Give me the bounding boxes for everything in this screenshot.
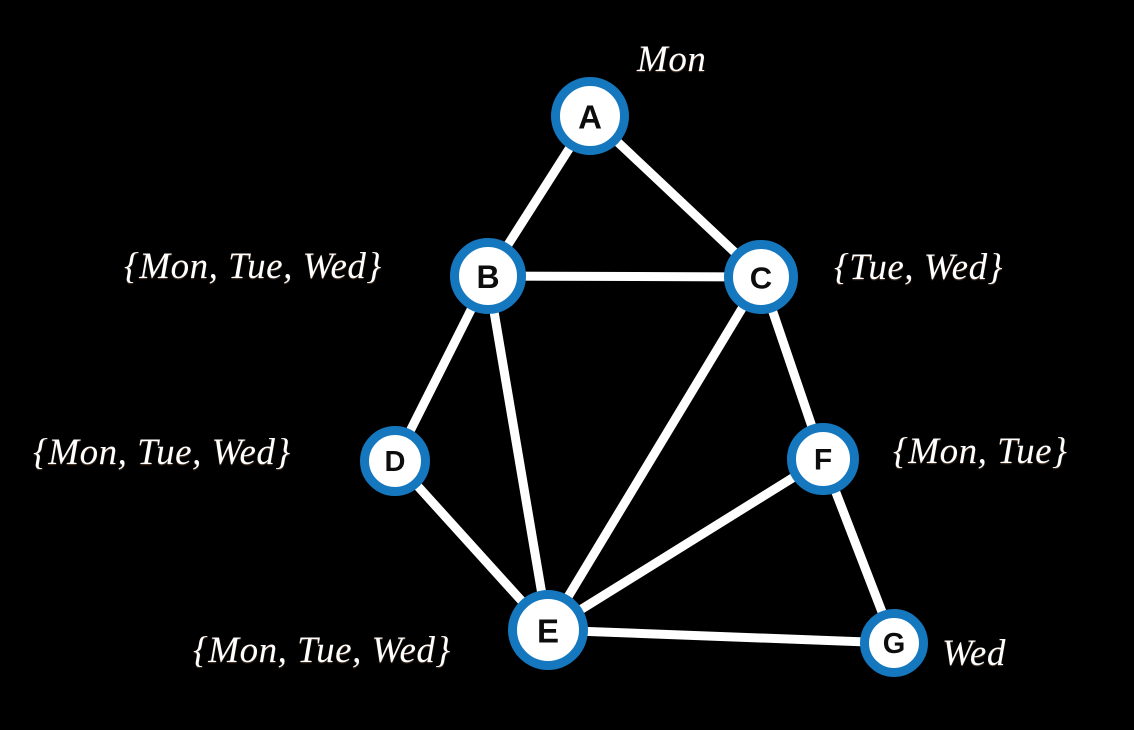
graph-node-d[interactable]: D <box>360 426 430 496</box>
node-letter-a: A <box>578 99 602 136</box>
graph-node-e[interactable]: E <box>508 590 588 670</box>
node-letter-c: C <box>750 261 772 296</box>
node-circle-c <box>724 240 798 314</box>
graph-edge-a-c <box>585 111 766 282</box>
graph-edge-c-e <box>543 272 766 635</box>
graph-node-f[interactable]: F <box>787 423 859 495</box>
domain-label-c: {Tue, Wed} <box>834 247 1003 288</box>
node-circle-e <box>508 590 588 670</box>
node-letter-d: D <box>385 446 406 478</box>
graph-edge-e-g <box>543 625 899 648</box>
domain-label-g: Wed <box>942 633 1006 674</box>
graph-edge-e-f <box>543 454 828 635</box>
domain-label-e: {Mon, Tue, Wed} <box>193 630 451 671</box>
domain-label-b: {Mon, Tue, Wed} <box>124 246 382 287</box>
graph-node-a[interactable]: A <box>551 77 629 155</box>
node-circle-d <box>360 426 430 496</box>
node-letter-e: E <box>537 613 559 650</box>
graph-edge-b-c <box>483 271 766 282</box>
domain-label-d: {Mon, Tue, Wed} <box>33 432 291 473</box>
node-circle-a <box>551 77 629 155</box>
nodes-layer: A B C D E F G <box>360 77 928 677</box>
graph-node-g[interactable]: G <box>860 609 928 677</box>
node-letter-g: G <box>883 628 906 660</box>
domain-label-f: {Mon, Tue} <box>893 431 1068 472</box>
node-letter-b: B <box>476 259 499 295</box>
graph-node-b[interactable]: B <box>450 238 526 314</box>
node-circle-b <box>450 238 526 314</box>
graph-edge-b-e <box>483 271 553 635</box>
domain-label-a: Mon <box>637 39 707 80</box>
node-circle-g <box>860 609 928 677</box>
node-letter-f: F <box>814 444 832 477</box>
node-circle-f <box>787 423 859 495</box>
edges-layer <box>390 111 899 648</box>
graph-node-c[interactable]: C <box>724 240 798 314</box>
